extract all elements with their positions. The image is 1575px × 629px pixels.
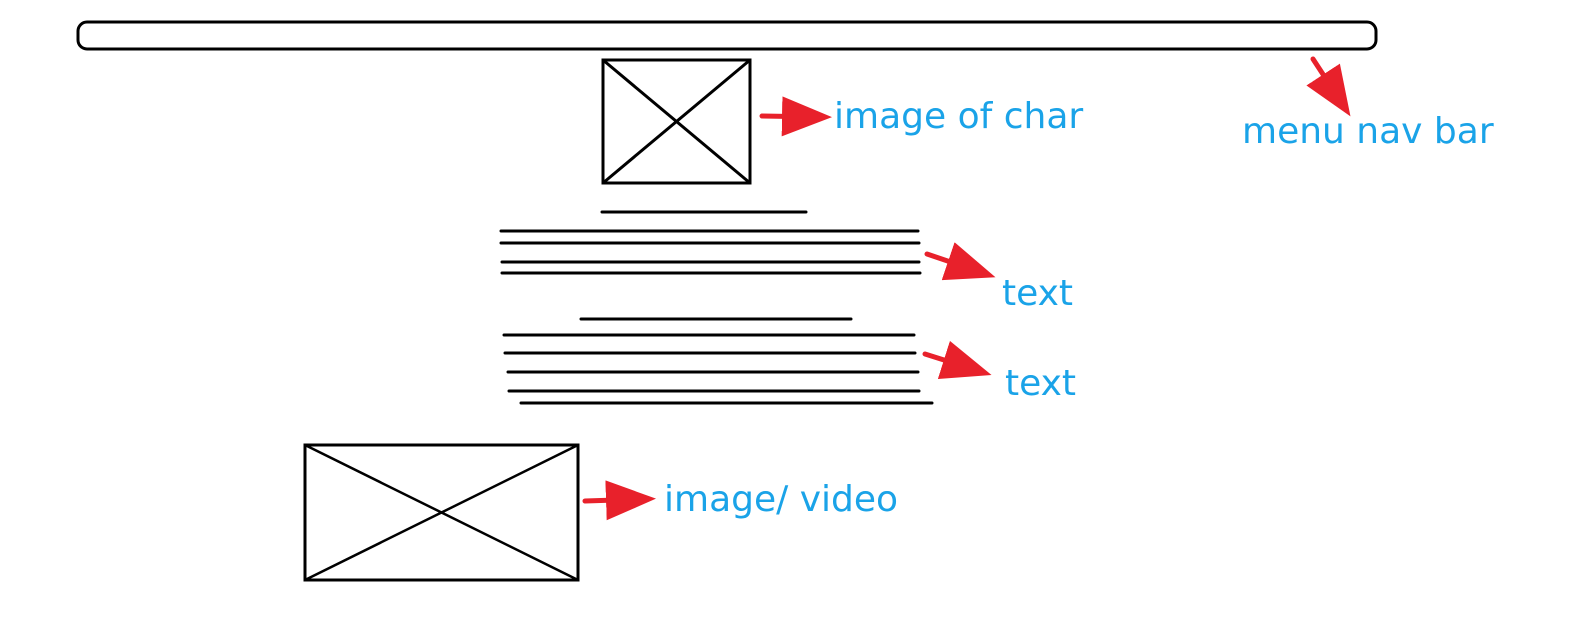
label-menu-nav-bar: menu nav bar — [1242, 111, 1494, 152]
label-text-1: text — [1002, 273, 1073, 314]
label-text-2: text — [1005, 363, 1076, 404]
character-image-placeholder — [601, 58, 752, 185]
arrow-image-of-char — [759, 96, 832, 137]
nav-bar-wireframe — [76, 20, 1378, 51]
arrow-text-1 — [924, 242, 996, 281]
arrow-nav-bar — [1306, 56, 1351, 117]
label-image-of-char: image of char — [834, 96, 1083, 137]
text-block-2-lines — [502, 317, 934, 405]
arrow-text-2 — [922, 340, 992, 380]
media-placeholder — [303, 443, 580, 582]
annotation-arrows — [582, 56, 1351, 521]
arrow-image-video — [582, 480, 656, 521]
text-block-1-lines — [499, 210, 922, 275]
label-image-video: image/ video — [664, 479, 898, 520]
